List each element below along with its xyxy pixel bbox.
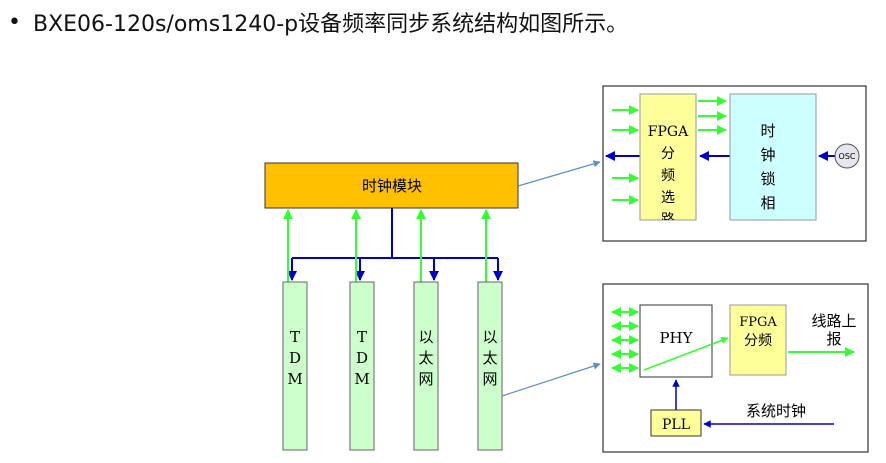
fpga-small-label: FPGA bbox=[739, 315, 777, 330]
card-label-char: 以 bbox=[482, 328, 497, 346]
heading: • BXE06-120s/oms1240-p设备频率同步系统结构如图所示。 bbox=[8, 4, 628, 40]
lock-label-char: 环 bbox=[760, 218, 775, 236]
card-label-char: T bbox=[290, 328, 300, 346]
clock-module-label: 时钟模块 bbox=[362, 177, 422, 195]
fpga-label-char: 频 bbox=[661, 168, 675, 184]
card-label-char: D bbox=[289, 349, 301, 367]
lock-label-char: 相 bbox=[760, 194, 775, 212]
card-tdm-1: T D M bbox=[282, 281, 308, 451]
card-label-char: 太 bbox=[418, 349, 433, 367]
card-ethernet-2: 以 太 网 bbox=[477, 281, 503, 451]
pll-label: PLL bbox=[662, 417, 690, 433]
fpga-small-label-2: 分频 bbox=[744, 333, 772, 349]
card-label-char: D bbox=[356, 349, 368, 367]
card-label-char: T bbox=[357, 328, 367, 346]
heading-text: BXE06-120s/oms1240-p设备频率同步系统结构如图所示。 bbox=[32, 12, 629, 37]
connector-bottom bbox=[501, 362, 601, 397]
card-label-char: M bbox=[354, 370, 369, 388]
lock-label-char: 锁 bbox=[760, 170, 775, 188]
fpga-label-char: 分 bbox=[661, 146, 675, 162]
system-clock-label: 系统时钟 bbox=[746, 402, 806, 420]
card-tdm-2: T D M bbox=[349, 281, 375, 451]
card-label-char: 网 bbox=[418, 370, 433, 388]
blue-bus bbox=[287, 208, 503, 281]
card-ethernet-1: 以 太 网 bbox=[413, 281, 439, 451]
connector-top bbox=[517, 160, 601, 187]
card-label-char: 以 bbox=[418, 328, 433, 346]
fpga-label: FPGA bbox=[648, 124, 689, 140]
top-detail-box: FPGA 分 频 选 路 时 钟 锁 相 环 OSC bbox=[602, 85, 867, 242]
clock-module: 时钟模块 bbox=[264, 162, 519, 209]
fpga-label-char: 路 bbox=[661, 212, 675, 228]
lock-label-char: 时 bbox=[760, 122, 775, 140]
osc-icon bbox=[834, 143, 860, 169]
card-label-char: 网 bbox=[482, 370, 497, 388]
lock-label-char: 钟 bbox=[760, 146, 775, 164]
green-uplinks bbox=[283, 209, 491, 282]
line-report-label-2: 报 bbox=[826, 330, 841, 348]
card-label-char: M bbox=[287, 370, 302, 388]
bullet-icon: • bbox=[8, 9, 21, 35]
fpga-label-char: 选 bbox=[661, 190, 675, 206]
line-report-label: 线路上 bbox=[811, 312, 856, 330]
bottom-detail-box: PHY FPGA 分频 线路上 报 PLL 系统时钟 bbox=[602, 283, 869, 453]
card-label-char: 太 bbox=[482, 349, 497, 367]
osc-label: OSC bbox=[839, 152, 856, 161]
phy-label: PHY bbox=[659, 329, 693, 347]
